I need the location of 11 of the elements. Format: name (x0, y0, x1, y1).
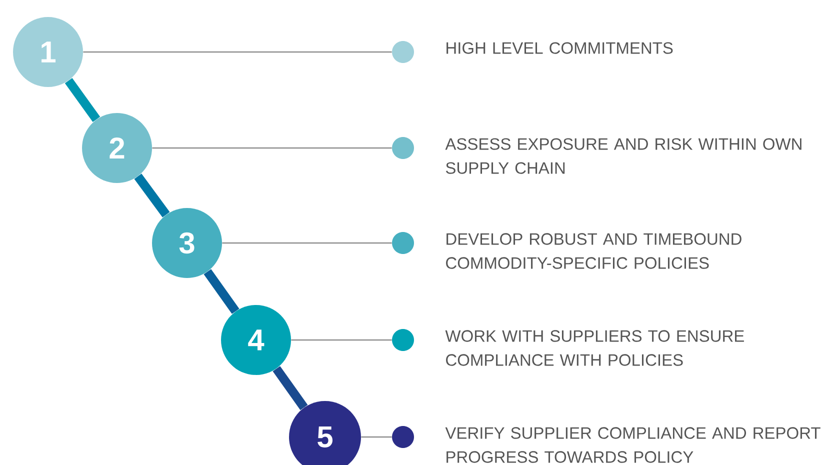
connector-line (222, 242, 392, 244)
step-text: DEVELOP ROBUST AND TIMEBOUND COMMODITY-SPECIFIC POLICIES (446, 233, 742, 269)
connector-bar (272, 366, 308, 410)
step-text: WORK WITH SUPPLIERS TO ENSURE COMPLIANCE WITH POLICIES (445, 330, 744, 366)
connector-bar (134, 174, 170, 218)
connector-bar (204, 269, 240, 314)
connector-line (360, 436, 392, 438)
step-text: VERIFY SUPPLIER COMPLIANCE AND REPORT PROGRESS TOWARDS POLICY (445, 427, 820, 463)
connector-bar (64, 78, 100, 122)
step-text: ASSESS EXPOSURE AND RISK WITHIN OWN SUPPLY CHAIN (445, 138, 802, 174)
step-text: HIGH LEVEL COMMITMENTS (446, 42, 673, 54)
